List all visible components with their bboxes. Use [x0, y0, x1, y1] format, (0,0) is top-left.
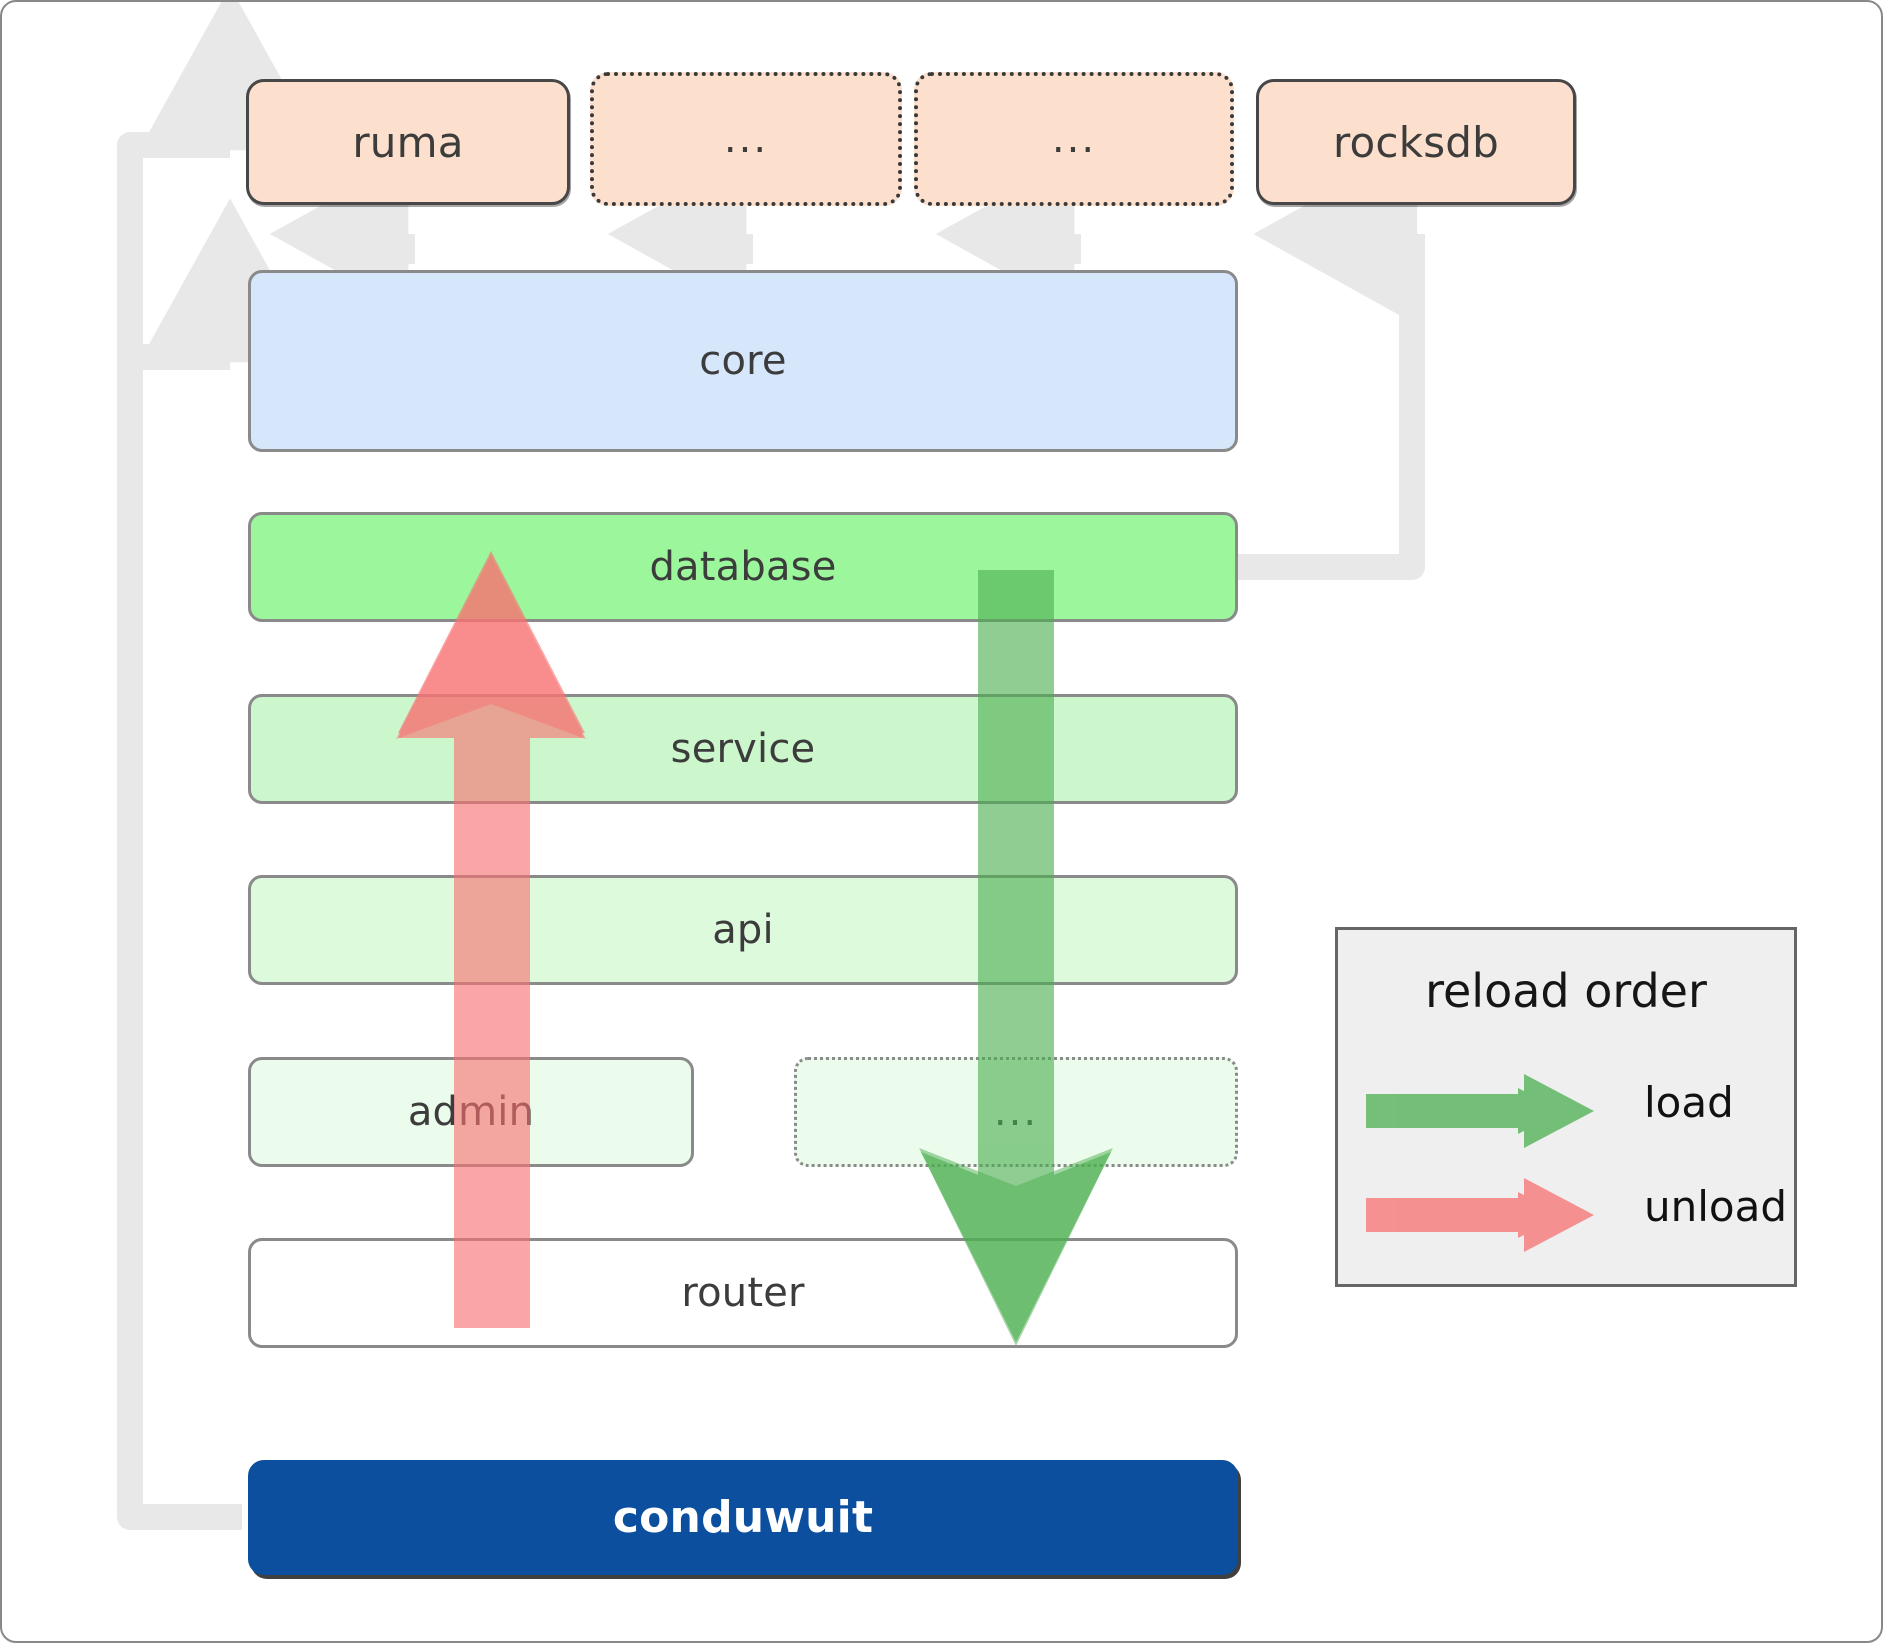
- load-arrow-icon: [1366, 1074, 1594, 1148]
- dependency-label: ruma: [352, 117, 464, 167]
- dependency-box-ellipsis-1[interactable]: ...: [590, 72, 902, 206]
- layer-label: database: [649, 544, 837, 590]
- layer-label: ...: [993, 1089, 1039, 1135]
- dependency-label: ...: [723, 116, 769, 162]
- layer-label: api: [712, 907, 774, 953]
- layer-box-router[interactable]: router: [248, 1238, 1238, 1348]
- core-label: core: [699, 338, 787, 384]
- layer-box-api[interactable]: api: [248, 875, 1238, 985]
- legend-label: load: [1644, 1078, 1734, 1127]
- core-box[interactable]: core: [248, 270, 1238, 452]
- arrow-database-to-rocksdb: [1237, 143, 1425, 580]
- unload-arrow-icon: [1366, 1178, 1594, 1252]
- dependency-box-ellipsis-2[interactable]: ...: [914, 72, 1234, 206]
- root-label: conduwuit: [612, 1492, 874, 1543]
- layer-box-admin[interactable]: admin: [248, 1057, 694, 1167]
- legend-row-load: load: [1338, 1066, 1794, 1156]
- layer-box-database[interactable]: database: [248, 512, 1238, 622]
- legend-label: unload: [1644, 1182, 1788, 1231]
- layer-label: router: [681, 1270, 805, 1316]
- layer-label: admin: [407, 1089, 535, 1135]
- legend-title: reload order: [1425, 964, 1707, 1018]
- layer-box-service[interactable]: service: [248, 694, 1238, 804]
- dependency-box-rocksdb[interactable]: rocksdb: [1256, 79, 1576, 205]
- dependency-box-ruma[interactable]: ruma: [246, 79, 570, 205]
- dependency-label: ...: [1051, 116, 1097, 162]
- root-box-conduwuit[interactable]: conduwuit: [248, 1460, 1238, 1575]
- layer-label: service: [670, 726, 816, 772]
- layer-box-ellipsis[interactable]: ...: [794, 1057, 1238, 1167]
- legend-panel: reload order load unload: [1335, 927, 1797, 1287]
- arrow-conduwuit-to-deps: [117, 2, 321, 1530]
- legend-row-unload: unload: [1338, 1170, 1794, 1260]
- dependency-label: rocksdb: [1332, 117, 1500, 167]
